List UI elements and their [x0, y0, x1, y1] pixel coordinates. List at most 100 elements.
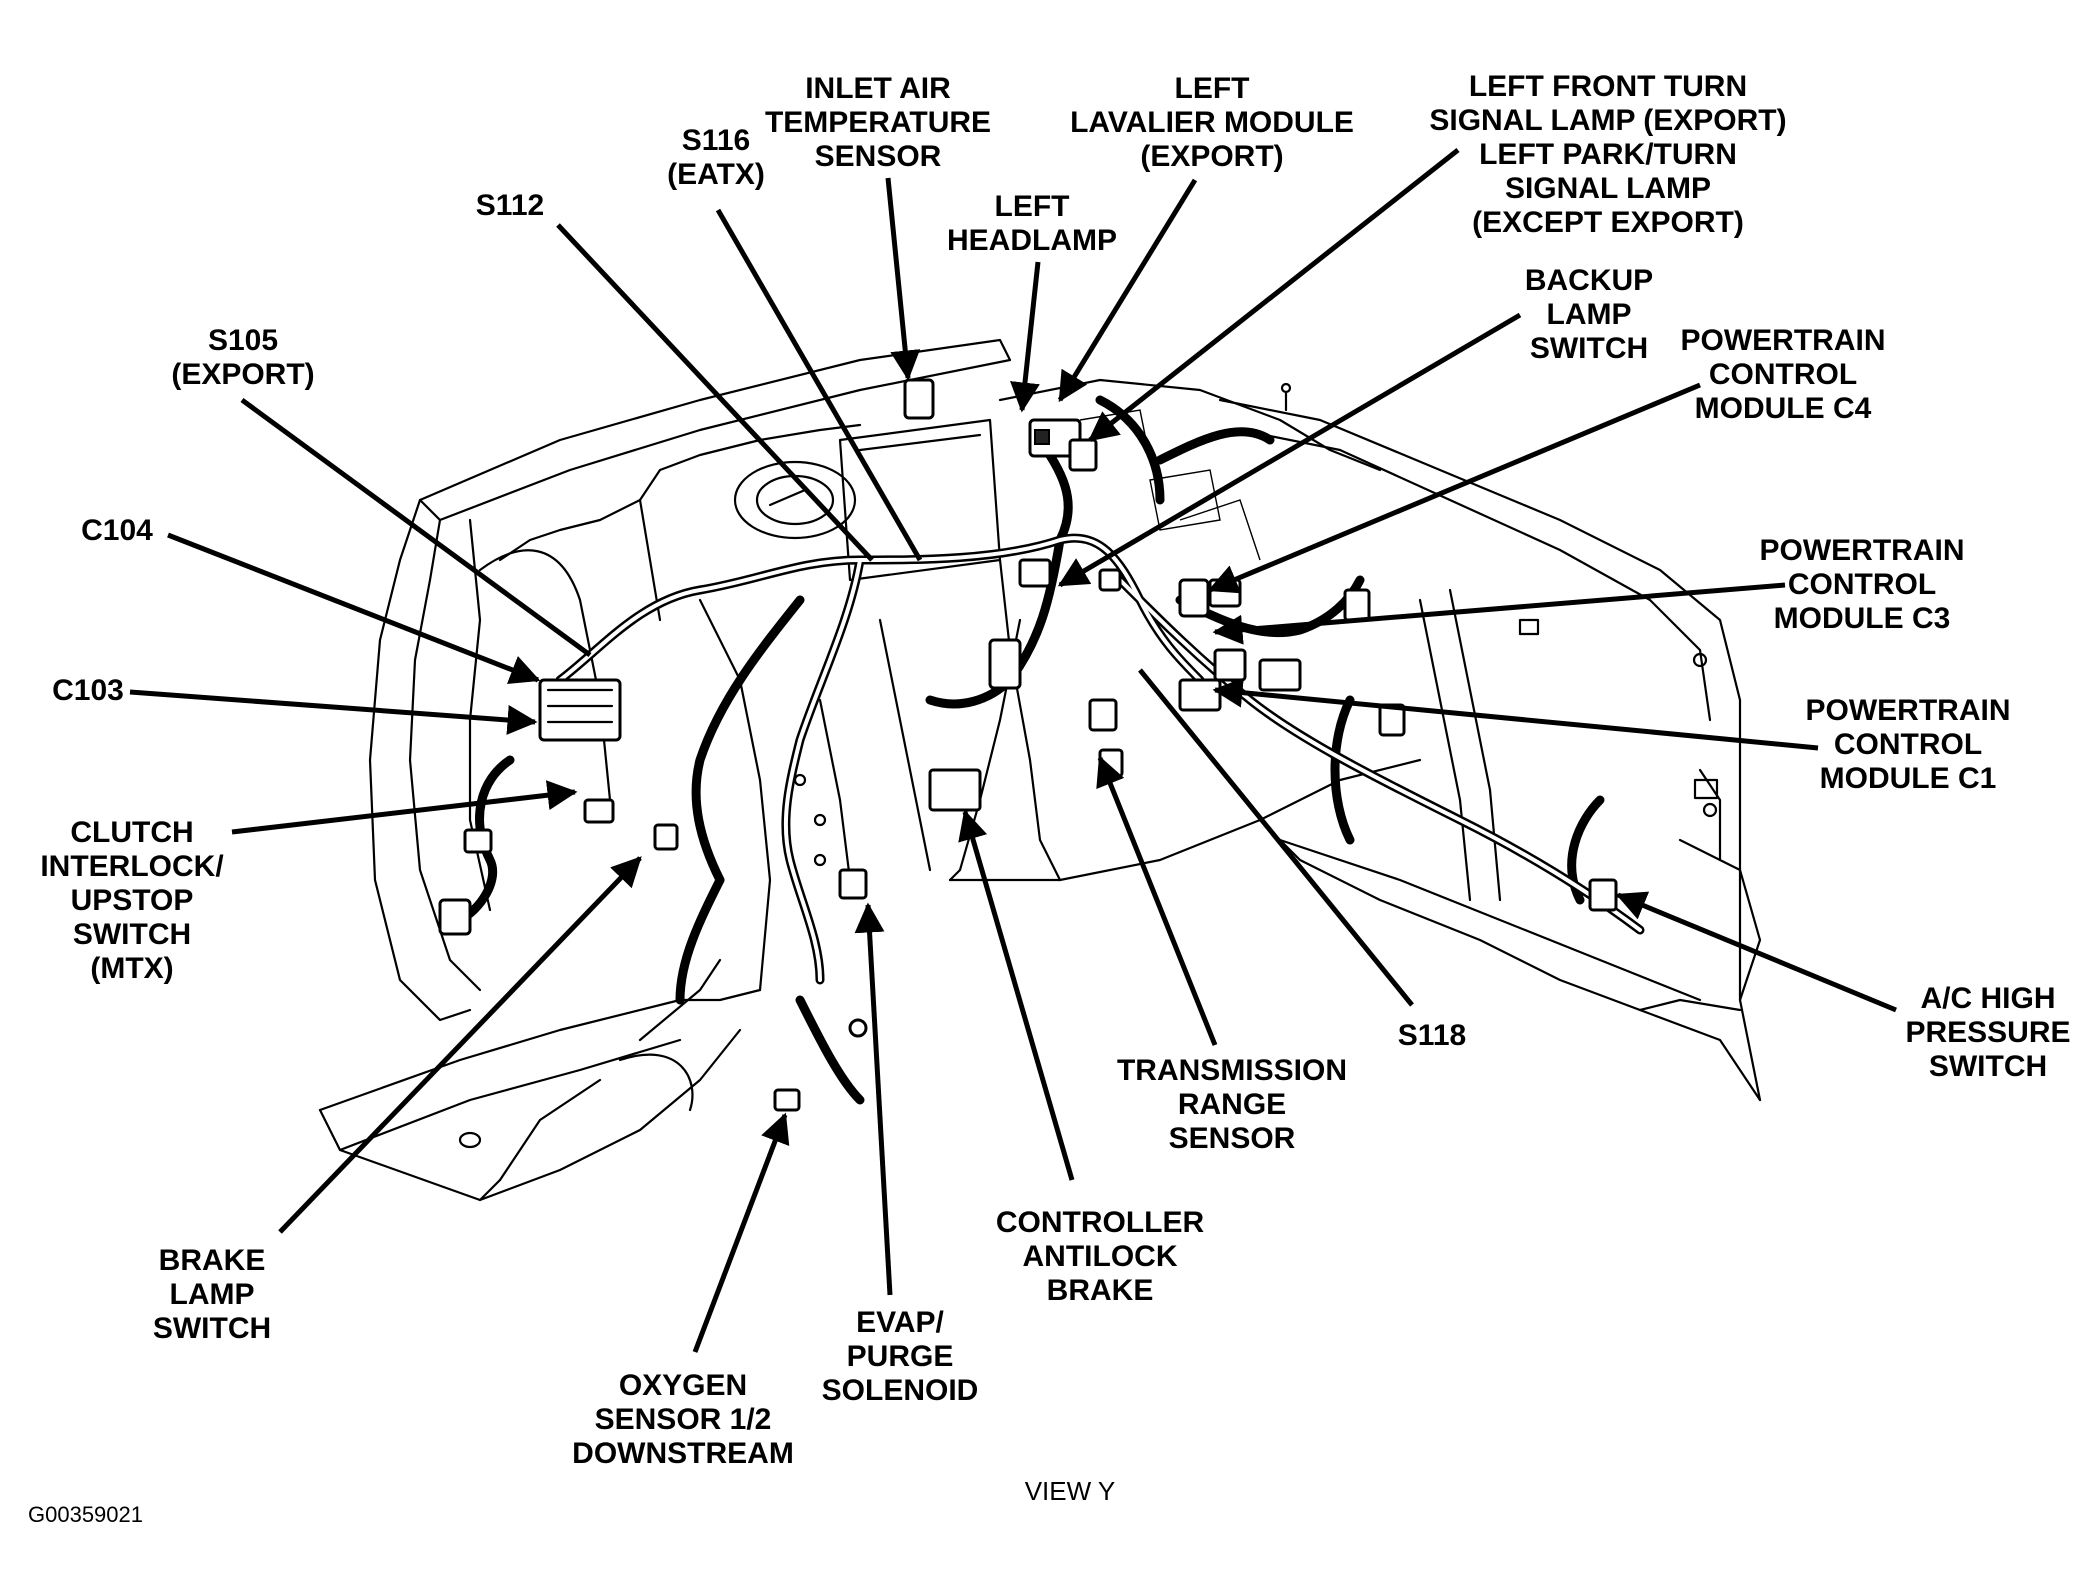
pcm-c4-line: POWERTRAIN — [1681, 324, 1886, 357]
evap-line: PURGE — [847, 1340, 954, 1373]
left-front-turn-line: LEFT PARK/TURN — [1479, 138, 1737, 171]
clutch-line: INTERLOCK/ — [40, 850, 224, 883]
backup-lamp-line: LAMP — [1547, 298, 1632, 331]
figure-id: G00359021 — [28, 1502, 143, 1527]
leader-s116 — [715, 208, 923, 562]
clutch-line: (MTX) — [90, 952, 173, 985]
label-s116: S116(EATX) — [667, 124, 765, 191]
left-lavalier-line: LEFT — [1175, 72, 1250, 105]
leader-s112 — [556, 223, 874, 562]
leader-lines — [129, 148, 1897, 1353]
oxygen-line: DOWNSTREAM — [572, 1437, 794, 1470]
leader-trans-range — [1096, 755, 1218, 1046]
controller-abs-line: CONTROLLER — [996, 1206, 1205, 1239]
inlet-air-line: TEMPERATURE — [765, 106, 991, 139]
inlet-air-line: SENSOR — [815, 140, 942, 173]
pcm-c3-line: CONTROL — [1788, 568, 1936, 601]
left-headlamp-line: HEADLAMP — [947, 224, 1117, 257]
s116-line: (EATX) — [667, 158, 765, 191]
oxygen-line: OXYGEN — [619, 1369, 747, 1402]
pcm-c3-line: MODULE C3 — [1774, 602, 1951, 635]
leader-oxygen — [692, 1112, 790, 1353]
label-s118: S118 — [1398, 1019, 1466, 1052]
trans-range-line: TRANSMISSION — [1117, 1054, 1347, 1087]
ac-high-line: A/C HIGH — [1921, 982, 2056, 1015]
oxygen-line: SENSOR 1/2 — [595, 1403, 772, 1436]
label-s105: S105(EXPORT) — [171, 324, 314, 391]
ac-high-line: PRESSURE — [1905, 1016, 2070, 1049]
leader-brake-lamp — [278, 856, 642, 1234]
ac-high-line: SWITCH — [1929, 1050, 2047, 1083]
leader-backup-lamp — [1057, 312, 1522, 588]
trans-range-line: SENSOR — [1169, 1122, 1296, 1155]
brake-lamp-line: LAMP — [170, 1278, 255, 1311]
clutch-line: CLUTCH — [70, 816, 193, 849]
s105-line: S105 — [208, 324, 278, 357]
leader-pcm-c1 — [1212, 677, 1819, 751]
pcm-c4-line: CONTROL — [1709, 358, 1857, 391]
s112-line: S112 — [476, 189, 544, 222]
leader-controller-abs — [958, 809, 1075, 1181]
brake-lamp-line: BRAKE — [159, 1244, 266, 1277]
pcm-c4-line: MODULE C4 — [1695, 392, 1872, 425]
leader-pcm-c3 — [1212, 582, 1786, 645]
pcm-c1-line: MODULE C1 — [1820, 762, 1997, 795]
label-s112: S112 — [476, 189, 544, 222]
backup-lamp-line: BACKUP — [1525, 264, 1653, 297]
leader-left-lavalier — [1057, 178, 1198, 403]
leader-c103 — [129, 689, 538, 735]
inlet-air-line: INLET AIR — [805, 72, 951, 105]
pcm-c3-line: POWERTRAIN — [1760, 534, 1965, 567]
left-lavalier-line: LAVALIER MODULE — [1070, 106, 1354, 139]
left-headlamp-line: LEFT — [995, 190, 1070, 223]
evap-line: EVAP/ — [856, 1306, 944, 1339]
leader-pcm-c4 — [1207, 382, 1701, 594]
c104-line: C104 — [81, 514, 153, 547]
left-front-turn-line: (EXCEPT EXPORT) — [1472, 206, 1744, 239]
left-front-turn-line: SIGNAL LAMP — [1505, 172, 1711, 205]
backup-lamp-line: SWITCH — [1530, 332, 1648, 365]
label-c104: C104 — [81, 514, 153, 547]
leader-clutch — [231, 780, 578, 835]
s116-line: S116 — [682, 124, 750, 157]
c103-line: C103 — [52, 674, 124, 707]
label-c103: C103 — [52, 674, 124, 707]
left-front-turn-line: LEFT FRONT TURN — [1469, 70, 1747, 103]
controller-abs-line: ANTILOCK — [1023, 1240, 1178, 1273]
trans-range-line: RANGE — [1178, 1088, 1286, 1121]
controller-abs-line: BRAKE — [1047, 1274, 1154, 1307]
leader-c104 — [167, 532, 541, 684]
evap-line: SOLENOID — [822, 1374, 979, 1407]
pcm-c1-line: CONTROL — [1834, 728, 1982, 761]
leader-left-front-turn — [1088, 148, 1460, 442]
leader-ac-high — [1615, 891, 1897, 1013]
clutch-line: UPSTOP — [71, 884, 194, 917]
left-lavalier-line: (EXPORT) — [1140, 140, 1283, 173]
pcm-c1-line: POWERTRAIN — [1806, 694, 2011, 727]
leader-inlet-air — [885, 177, 921, 381]
view-label: VIEW Y — [1025, 1476, 1116, 1506]
left-front-turn-line: SIGNAL LAMP (EXPORT) — [1429, 104, 1786, 137]
s118-line: S118 — [1398, 1019, 1466, 1052]
leader-left-headlamp — [1010, 261, 1041, 413]
clutch-line: SWITCH — [73, 918, 191, 951]
leader-s105 — [240, 397, 592, 658]
s105-line: (EXPORT) — [171, 358, 314, 391]
